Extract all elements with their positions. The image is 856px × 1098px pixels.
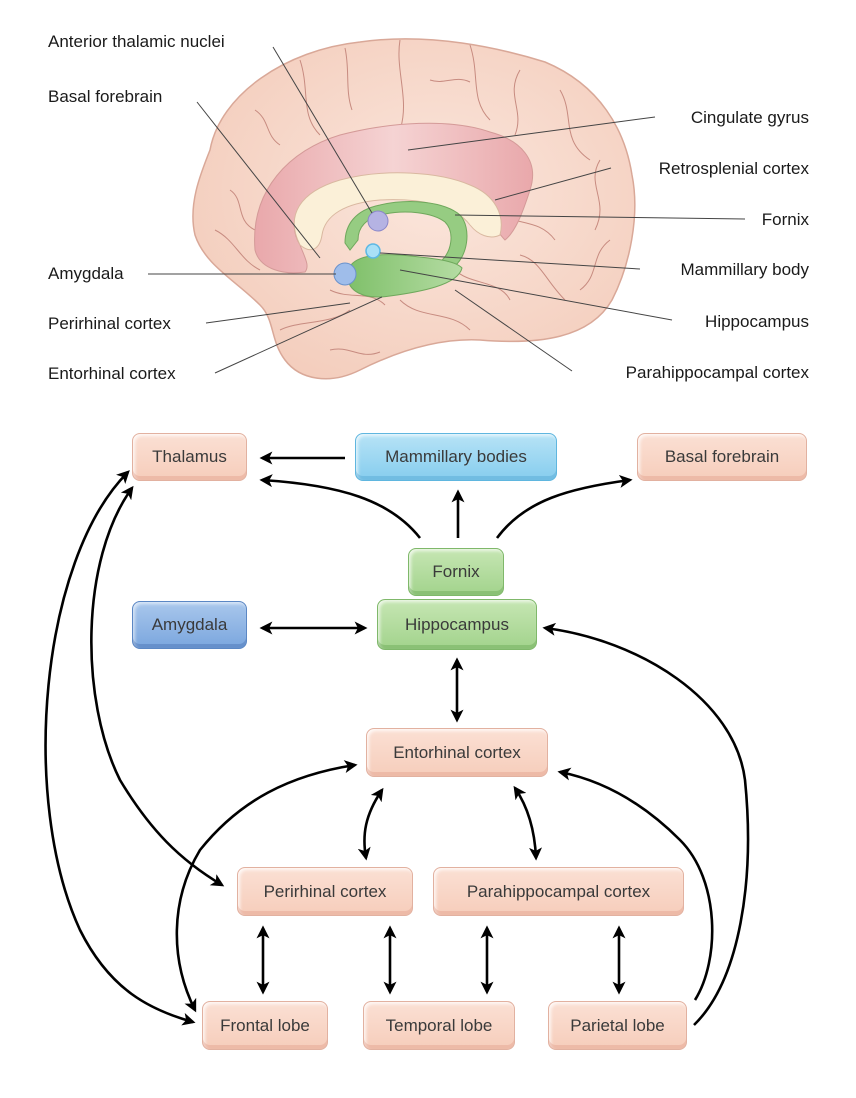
node-label: Entorhinal cortex	[393, 742, 521, 762]
node-fornix: Fornix	[408, 548, 504, 596]
node-label: Perirhinal cortex	[263, 881, 387, 901]
node-label: Thalamus	[152, 447, 227, 466]
node-label: Fornix	[432, 562, 480, 581]
sulci-lines	[214, 39, 611, 355]
node-mammillary-bodies: Mammillary bodies	[355, 433, 557, 481]
label-basal-forebrain: Basal forebrain	[48, 87, 162, 106]
node-thalamus: Thalamus	[132, 433, 247, 481]
anterior-thalamic-nuclei-marker	[367, 210, 389, 232]
node-hippocampus: Hippocampus	[377, 599, 537, 650]
node-basal-forebrain: Basal forebrain	[637, 433, 807, 481]
node-label: Basal forebrain	[664, 447, 780, 466]
node-label: Amygdala	[151, 615, 228, 634]
label-anterior-thalamic-nuclei: Anterior thalamic nuclei	[48, 32, 225, 51]
node-entorhinal-cortex: Entorhinal cortex	[366, 728, 548, 777]
mammillary-body-marker	[365, 243, 381, 259]
label-fornix: Fornix	[762, 210, 810, 229]
arrow-parietal-entorhinal	[557, 767, 714, 1001]
node-parietal-lobe: Parietal lobe	[548, 1001, 687, 1050]
arrow-fornix-to-basal-forebrain	[495, 474, 633, 539]
label-parahippocampal-cortex: Parahippocampal cortex	[626, 363, 810, 382]
arrow-entorhinal-parahippocampal	[513, 785, 543, 861]
node-perirhinal-cortex: Perirhinal cortex	[237, 867, 413, 916]
node-label: Temporal lobe	[385, 1015, 493, 1035]
label-mammillary-body: Mammillary body	[681, 260, 810, 279]
label-retrosplenial-cortex: Retrosplenial cortex	[659, 159, 810, 178]
node-parahippocampal-cortex: Parahippocampal cortex	[433, 867, 684, 916]
node-label: Parietal lobe	[570, 1015, 665, 1035]
node-frontal-lobe: Frontal lobe	[202, 1001, 328, 1050]
arrow-fornix-to-thalamus	[259, 474, 422, 539]
label-hippocampus: Hippocampus	[705, 312, 809, 331]
label-cingulate-gyrus: Cingulate gyrus	[691, 108, 809, 127]
label-perirhinal-cortex: Perirhinal cortex	[48, 314, 171, 333]
arrow-thalamus-frontal	[44, 470, 196, 1026]
node-label: Hippocampus	[405, 614, 509, 634]
arrow-thalamus-perirhinal	[90, 485, 225, 887]
node-temporal-lobe: Temporal lobe	[363, 1001, 515, 1050]
arrow-parietal-hippocampus	[542, 622, 750, 1026]
node-label: Mammillary bodies	[385, 447, 527, 466]
brain-illustration: Anterior thalamic nuclei Basal forebrain…	[48, 32, 810, 383]
node-label: Frontal lobe	[220, 1015, 310, 1035]
node-label: Parahippocampal cortex	[466, 881, 651, 901]
label-entorhinal-cortex: Entorhinal cortex	[48, 364, 176, 383]
arrow-entorhinal-perirhinal	[357, 787, 384, 861]
arrow-frontal-entorhinal	[175, 760, 358, 1013]
corpus-callosum-region	[293, 172, 502, 251]
leader-lines	[148, 46, 746, 374]
label-amygdala: Amygdala	[48, 264, 124, 283]
node-amygdala: Amygdala	[132, 601, 247, 649]
